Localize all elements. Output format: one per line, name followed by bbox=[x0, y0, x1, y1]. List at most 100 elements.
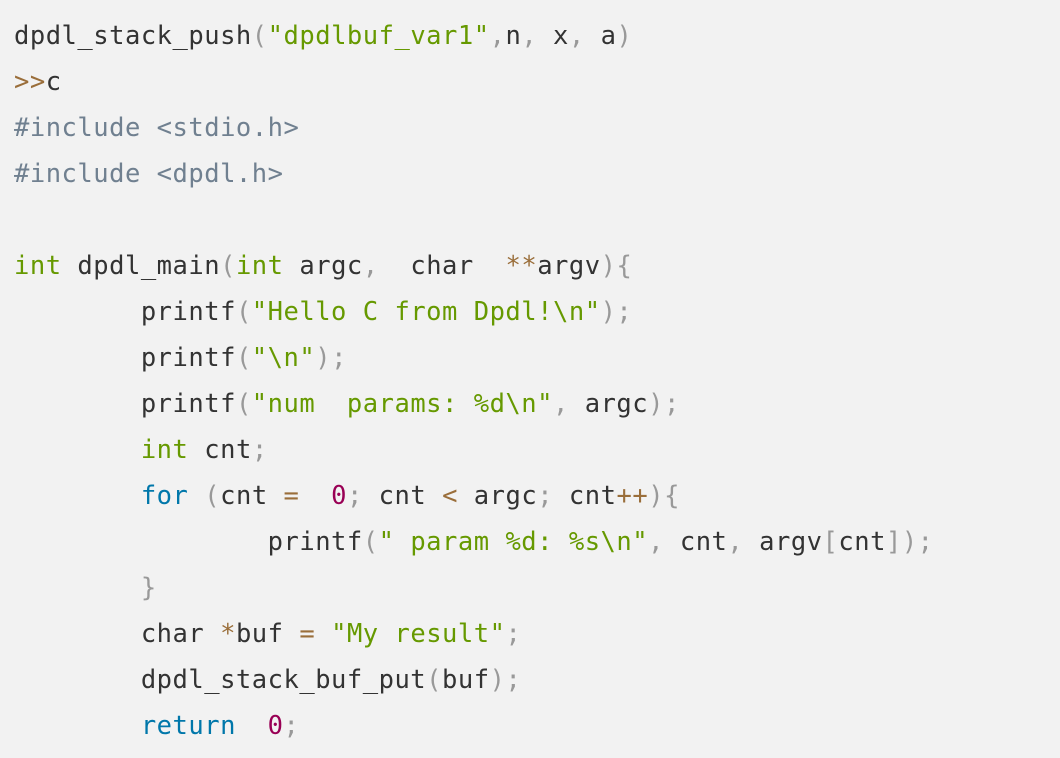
code-token-punct: ( bbox=[251, 21, 268, 51]
code-token-operator: = bbox=[283, 481, 300, 511]
code-line: dpdl_stack_buf_put(buf); bbox=[14, 657, 1060, 703]
code-token-plain bbox=[14, 481, 141, 511]
code-token-punct: ; bbox=[251, 435, 268, 465]
code-token-punct: ) bbox=[616, 21, 633, 51]
code-token-punct: ( bbox=[426, 665, 443, 695]
code-token-punct: , bbox=[648, 527, 680, 557]
code-token-plain: x bbox=[553, 21, 569, 51]
code-line: for (cnt = 0; cnt < argc; cnt++){ bbox=[14, 473, 1060, 519]
code-token-keyword: return bbox=[140, 711, 236, 741]
code-token-keyword: for bbox=[140, 481, 189, 511]
code-token-punct: ]); bbox=[885, 527, 934, 557]
code-token-plain bbox=[315, 619, 331, 649]
code-token-punct: , bbox=[521, 21, 554, 51]
code-token-plain: cnt bbox=[553, 481, 617, 511]
code-token-plain: cnt bbox=[838, 527, 886, 557]
code-token-punct: , bbox=[553, 389, 585, 419]
code-token-plain: dpdl_stack_buf_put bbox=[14, 665, 427, 695]
code-token-comment: #include <stdio.h> bbox=[14, 113, 300, 143]
code-token-punct: ( bbox=[204, 481, 221, 511]
code-token-string: "Hello C from Dpdl!\n" bbox=[251, 297, 601, 327]
code-token-plain: buf bbox=[442, 665, 490, 695]
code-line: return 0; bbox=[14, 703, 1060, 749]
code-token-plain bbox=[14, 435, 141, 465]
code-token-punct: ); bbox=[489, 665, 522, 695]
code-token-string: "num params: %d\n" bbox=[251, 389, 553, 419]
code-token-plain bbox=[14, 711, 141, 741]
code-token-string: "\n" bbox=[251, 343, 316, 373]
code-token-punct: ( bbox=[235, 343, 252, 373]
code-token-punct: ); bbox=[648, 389, 680, 419]
code-token-prompt: >> bbox=[14, 67, 46, 97]
code-line: int dpdl_main(int argc, char **argv){ bbox=[14, 243, 1060, 289]
code-token-operator: ++ bbox=[616, 481, 649, 511]
code-token-plain: argc bbox=[457, 481, 538, 511]
code-token-punct: ){ bbox=[600, 251, 633, 281]
code-token-string: " param %d: %s\n" bbox=[378, 527, 649, 557]
code-token-punct: ){ bbox=[648, 481, 680, 511]
code-token-punct: ; bbox=[537, 481, 554, 511]
code-token-punct: ; bbox=[505, 619, 522, 649]
code-token-type: int bbox=[140, 435, 189, 465]
code-line: ​ bbox=[14, 197, 1060, 243]
code-token-plain bbox=[299, 481, 331, 511]
code-token-plain: argc bbox=[283, 251, 363, 281]
code-token-punct: } bbox=[140, 573, 157, 603]
code-token-punct: , bbox=[362, 251, 379, 281]
code-token-plain: cnt bbox=[188, 435, 252, 465]
code-token-type: int bbox=[14, 251, 62, 281]
code-token-punct: ( bbox=[235, 389, 252, 419]
code-token-plain: argv bbox=[759, 527, 823, 557]
code-token-punct: ); bbox=[600, 297, 633, 327]
code-token-plain: char bbox=[14, 619, 221, 649]
code-line: #include <stdio.h> bbox=[14, 105, 1060, 151]
code-token-number: 0 bbox=[331, 481, 347, 511]
code-token-punct: ; bbox=[283, 711, 300, 741]
code-token-plain: char bbox=[378, 251, 506, 281]
code-token-operator: * bbox=[220, 619, 236, 649]
code-token-plain: printf bbox=[14, 527, 363, 557]
code-token-string: "My result" bbox=[331, 619, 506, 649]
code-token-plain: argv bbox=[537, 251, 601, 281]
code-token-punct: , bbox=[568, 21, 601, 51]
code-token-plain: dpdl_stack_push bbox=[14, 21, 252, 51]
code-token-plain: c bbox=[45, 67, 62, 97]
code-token-punct: , bbox=[489, 21, 506, 51]
code-token-punct: , bbox=[727, 527, 760, 557]
code-token-operator: = bbox=[299, 619, 316, 649]
code-line: char *buf = "My result"; bbox=[14, 611, 1060, 657]
code-line: printf(" param %d: %s\n", cnt, argv[cnt]… bbox=[14, 519, 1060, 565]
code-token-punct: ( bbox=[235, 297, 252, 327]
code-token-plain: printf bbox=[14, 343, 236, 373]
code-token-plain: cnt bbox=[679, 527, 728, 557]
code-token-string: "dpdlbuf_var1" bbox=[267, 21, 490, 51]
code-token-plain: a bbox=[600, 21, 617, 51]
code-token-plain bbox=[236, 711, 268, 741]
code-token-plain: cnt bbox=[362, 481, 443, 511]
code-line: printf("num params: %d\n", argc); bbox=[14, 381, 1060, 427]
code-token-operator: ** bbox=[505, 251, 538, 281]
code-token-punct: ; bbox=[346, 481, 363, 511]
code-line: dpdl_stack_push("dpdlbuf_var1",n, x, a) bbox=[14, 13, 1060, 59]
code-token-plain bbox=[188, 481, 204, 511]
code-token-punct: ( bbox=[362, 527, 379, 557]
code-line: #include <dpdl.h> bbox=[14, 151, 1060, 197]
code-line: printf("Hello C from Dpdl!\n"); bbox=[14, 289, 1060, 335]
code-token-plain: dpdl_main bbox=[61, 251, 221, 281]
code-token-number: 0 bbox=[267, 711, 284, 741]
code-token-plain: printf bbox=[14, 297, 236, 327]
code-token-plain: n bbox=[505, 21, 522, 51]
code-token-comment: #include <dpdl.h> bbox=[14, 159, 284, 189]
code-line: >>c bbox=[14, 59, 1060, 105]
code-line: } bbox=[14, 565, 1060, 611]
code-token-plain: argc bbox=[584, 389, 649, 419]
code-token-plain bbox=[14, 573, 141, 603]
code-token-plain: printf bbox=[14, 389, 236, 419]
code-line: int cnt; bbox=[14, 427, 1060, 473]
code-token-punct: ); bbox=[315, 343, 347, 373]
code-token-punct: ( bbox=[220, 251, 236, 281]
code-token-type: int bbox=[235, 251, 284, 281]
code-token-plain: cnt bbox=[220, 481, 284, 511]
code-token-punct: [ bbox=[822, 527, 839, 557]
